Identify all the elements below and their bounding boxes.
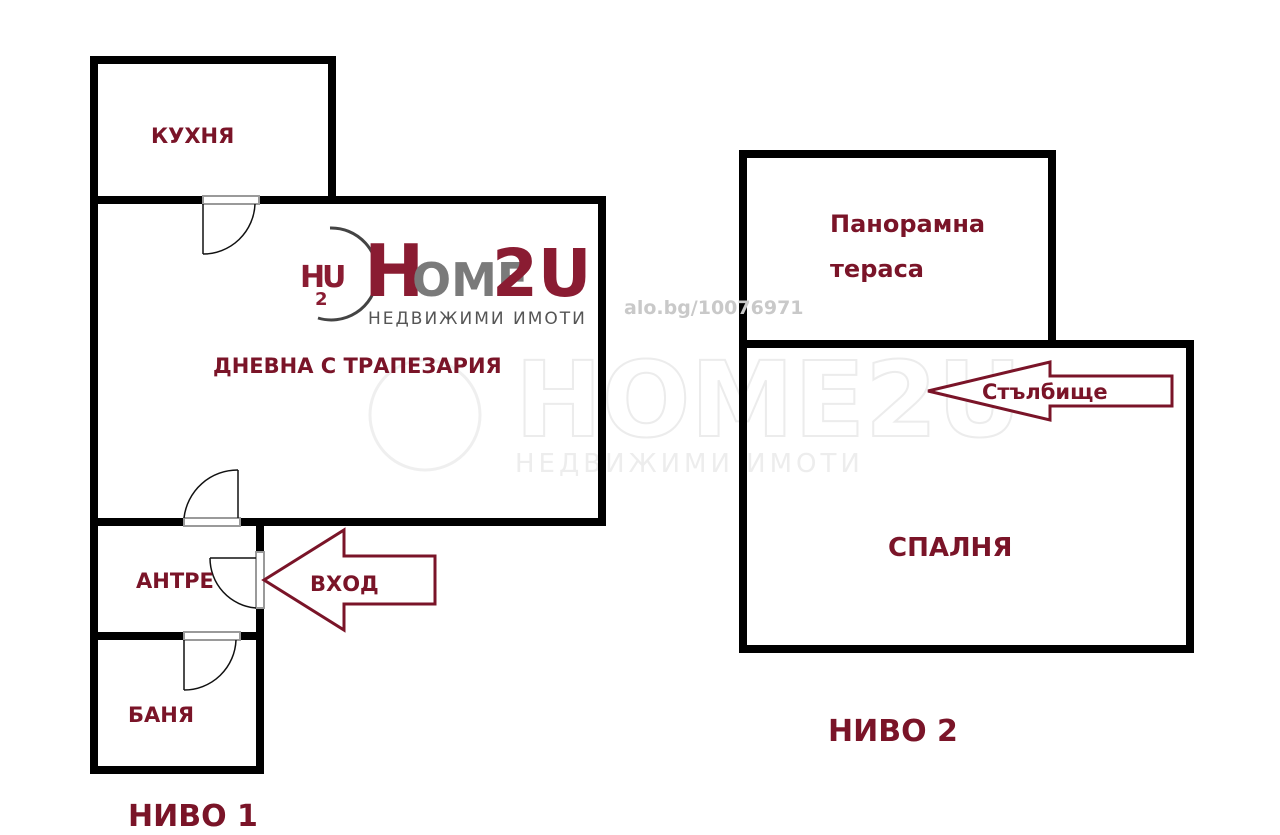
logo-brand-2u: 2U <box>492 235 592 312</box>
living-door-frame <box>183 517 241 527</box>
living-room-label: ДНЕВНА С ТРАПЕЗАРИЯ <box>213 354 502 378</box>
living-room-walls <box>90 196 606 526</box>
bedroom-label: СПАЛНЯ <box>888 533 1012 563</box>
home2u-logo: H U 2 H OME 2U НЕДВИЖИМИ ИМОТИ <box>300 226 592 329</box>
watermark-brand: HOME2U <box>515 339 1022 461</box>
logo-brand-ome: OME <box>412 253 528 307</box>
watermark-logo-mark <box>368 358 482 472</box>
bathroom-door-frame <box>183 631 241 641</box>
logo-brand-h: H <box>364 229 424 313</box>
terrace-label-line1: Панорамна <box>830 210 985 238</box>
bathroom-door-swing <box>183 639 237 691</box>
logo-mark-u: U <box>322 260 346 295</box>
kitchen-door-frame <box>202 195 260 205</box>
level-1-doors <box>183 195 265 691</box>
hall-label: АНТРЕ <box>136 569 214 593</box>
level-1-title: НИВО 1 <box>128 799 258 834</box>
kitchen-door-swing <box>202 203 256 255</box>
bedroom-walls <box>739 340 1194 653</box>
logo-tagline: НЕДВИЖИМИ ИМОТИ <box>368 309 587 329</box>
kitchen-label: КУХНЯ <box>151 124 234 148</box>
logo-mark-2: 2 <box>315 289 328 310</box>
bathroom-label: БАНЯ <box>128 703 194 727</box>
terrace-label-line2: тераса <box>830 255 924 283</box>
staircase-label: Стълбище <box>982 380 1108 404</box>
entrance-door-swing <box>209 557 257 609</box>
logo-mark-arc-icon <box>317 226 379 322</box>
logo-mark-h: H <box>300 260 325 295</box>
entrance-label: ВХОД <box>310 572 379 596</box>
staircase-arrow <box>927 360 1174 422</box>
listing-url-watermark: alo.bg/10076971 <box>624 297 804 319</box>
level-2-walls <box>739 150 1194 653</box>
bathroom-walls <box>90 632 264 774</box>
level-2-title: НИВО 2 <box>828 714 958 749</box>
living-door-swing <box>183 469 239 519</box>
entrance-arrow <box>261 527 437 633</box>
watermark-tagline: НЕДВИЖИМИ ИМОТИ <box>515 449 864 479</box>
